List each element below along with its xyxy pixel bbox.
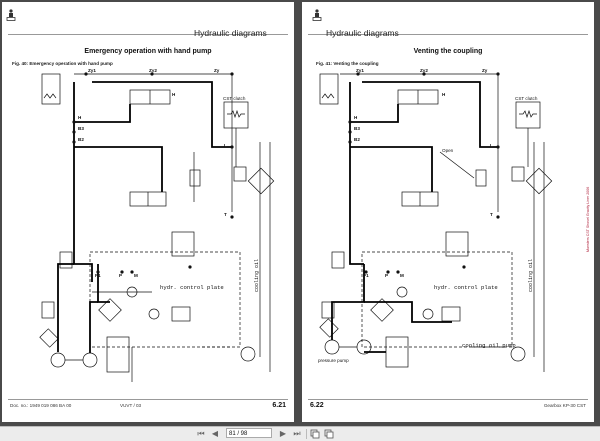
page-number: 6.22 [310, 402, 324, 409]
label-p1: P1 [95, 273, 101, 278]
doc-code: VUVT / 03 [120, 403, 142, 408]
label-zy1: Zy1 [88, 68, 96, 73]
label-l: L [224, 143, 227, 148]
first-page-icon[interactable]: ⏮ [197, 429, 205, 438]
technician-icon [312, 9, 322, 21]
hydraulic-diagram [319, 72, 553, 372]
toolbar-divider [306, 429, 307, 439]
page-number: 6.21 [272, 402, 286, 409]
label-p: P [385, 273, 389, 278]
sidebar-text: Munsters CST Shovel Gravity Liner 2006 [586, 186, 590, 252]
label-m: M [400, 273, 404, 278]
label-cst-clutch: CST clutch [223, 96, 246, 101]
page-header: Hydraulic diagrams [8, 24, 288, 38]
copy-icon-2[interactable] [324, 429, 334, 439]
technician-icon [6, 9, 16, 21]
label-cst-clutch: CST clutch [515, 96, 538, 101]
page-footer: 6.22 Gearbox KP-30 CST [308, 399, 588, 409]
label-b2: B2 [354, 137, 360, 142]
figure-title: Venting the coupling [413, 48, 483, 55]
control-plate-label: hydr. control plate [434, 284, 498, 291]
cooling-oil-label: cooling oil [528, 258, 534, 292]
figure-caption: Fig. 41: Venting the coupling [316, 61, 379, 66]
label-t: T [224, 212, 227, 217]
label-zy: Zy [482, 68, 488, 73]
right-page: Hydraulic diagrams Venting the coupling … [302, 2, 594, 422]
header-title: Hydraulic diagrams [326, 28, 399, 38]
product-name: Gearbox KP-30 CST [543, 403, 586, 408]
label-b3: B3 [354, 126, 360, 131]
pressure-pump-label: pressure pump [318, 358, 349, 363]
label-h-valve: H [172, 92, 176, 97]
label-l: L [490, 143, 493, 148]
prev-page-icon[interactable]: ◀ [211, 429, 219, 438]
label-p1: P1 [363, 273, 369, 278]
label-zy: Zy [214, 68, 220, 73]
label-m: M [134, 273, 138, 278]
last-page-icon[interactable]: ⏭ [293, 429, 301, 438]
label-p: P [119, 273, 123, 278]
viewer-toolbar: ⏮ ◀ 81 / 98 ▶ ⏭ [0, 426, 600, 441]
copy-icon[interactable] [310, 429, 320, 439]
label-b3: B3 [78, 126, 84, 131]
next-page-icon[interactable]: ▶ [279, 429, 287, 438]
cooling-oil-label: cooling oil [254, 258, 260, 292]
label-b2: B2 [78, 137, 84, 142]
label-open: Open [442, 148, 454, 153]
control-plate-label: hydr. control plate [160, 284, 224, 291]
hydraulic-diagram [39, 72, 275, 382]
label-h: H [78, 115, 82, 120]
label-zy2: Zy2 [420, 68, 428, 73]
label-zy2: Zy2 [149, 68, 157, 73]
page-footer: Doc. no.: 1949 019 086 BA 00 VUVT / 03 6… [8, 399, 288, 409]
label-h-valve: H [442, 92, 446, 97]
label-zy1: Zy1 [356, 68, 364, 73]
doc-number: Doc. no.: 1949 019 086 BA 00 [10, 403, 72, 408]
label-h: H [354, 115, 358, 120]
page-number-input[interactable]: 81 / 98 [226, 428, 272, 438]
page-header: Hydraulic diagrams [308, 24, 588, 38]
label-t: T [490, 212, 493, 217]
figure-title: Emergency operation with hand pump [84, 48, 212, 55]
left-page: Hydraulic diagrams Emergency operation w… [2, 2, 294, 422]
cooling-oil-pump-label: cooling oil pump [462, 342, 516, 349]
header-title: Hydraulic diagrams [194, 28, 267, 38]
figure-caption: Fig. 40: Emergency operation with hand p… [12, 61, 113, 66]
